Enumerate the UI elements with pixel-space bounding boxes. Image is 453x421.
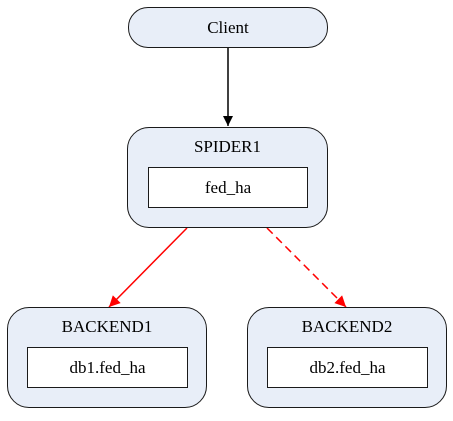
spider1-database-box: fed_ha bbox=[148, 167, 308, 208]
client-label: Client bbox=[207, 17, 249, 37]
client-node: Client bbox=[128, 7, 328, 48]
backend2-label: BACKEND2 bbox=[301, 317, 393, 336]
backend1-node: BACKEND1 db1.fed_ha bbox=[7, 307, 207, 408]
backend1-label: BACKEND1 bbox=[61, 317, 153, 336]
spider1-label: SPIDER1 bbox=[193, 137, 262, 156]
spider1-node: SPIDER1 fed_ha bbox=[127, 127, 328, 228]
arrow-spider1-to-backend2 bbox=[266, 227, 347, 308]
backend2-database-box: db2.fed_ha bbox=[267, 347, 428, 388]
backend1-database-box: db1.fed_ha bbox=[27, 347, 188, 388]
backend2-node: BACKEND2 db2.fed_ha bbox=[247, 307, 447, 408]
arrow-spider1-to-backend1 bbox=[108, 227, 188, 308]
